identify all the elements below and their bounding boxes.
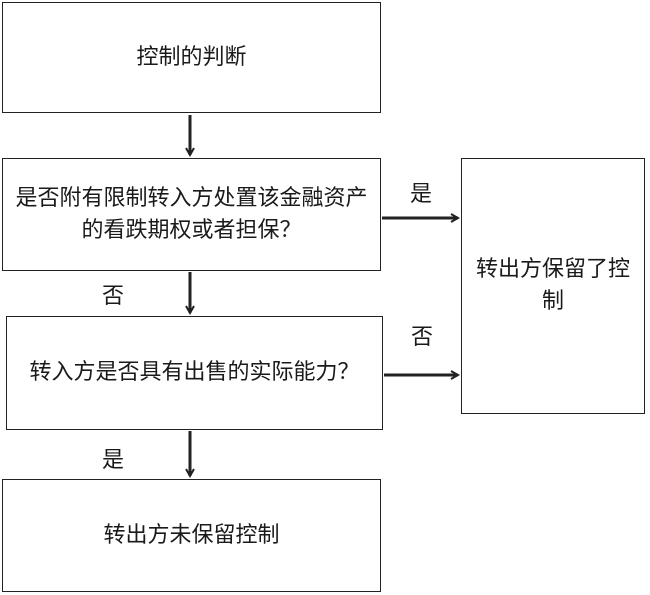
yes-label-q2: 是 (102, 448, 125, 473)
put-option-guarantee-question-box: 是否附有限制转入方处置该金融资产的看跌期权或者担保？ (2, 158, 381, 271)
start-box: 控制的判断 (2, 2, 381, 113)
control-not-retained-box: 转出方未保留控制 (2, 479, 381, 592)
control-retained-box: 转出方保留了控制 (461, 158, 645, 414)
put-option-guarantee-question-label: 是否附有限制转入方处置该金融资产的看跌期权或者担保？ (15, 185, 368, 243)
no-label-q2: 否 (411, 325, 434, 350)
no-label-q1: 否 (102, 284, 125, 309)
control-retained-label: 转出方保留了控制 (475, 257, 630, 314)
sale-ability-question-label: 转入方是否具有出售的实际能力？ (29, 360, 360, 385)
sale-ability-question-box: 转入方是否具有出售的实际能力？ (6, 316, 383, 430)
control-not-retained-label: 转出方未保留控制 (103, 522, 280, 548)
start-box-label: 控制的判断 (136, 44, 247, 70)
yes-label-q1: 是 (410, 182, 433, 207)
